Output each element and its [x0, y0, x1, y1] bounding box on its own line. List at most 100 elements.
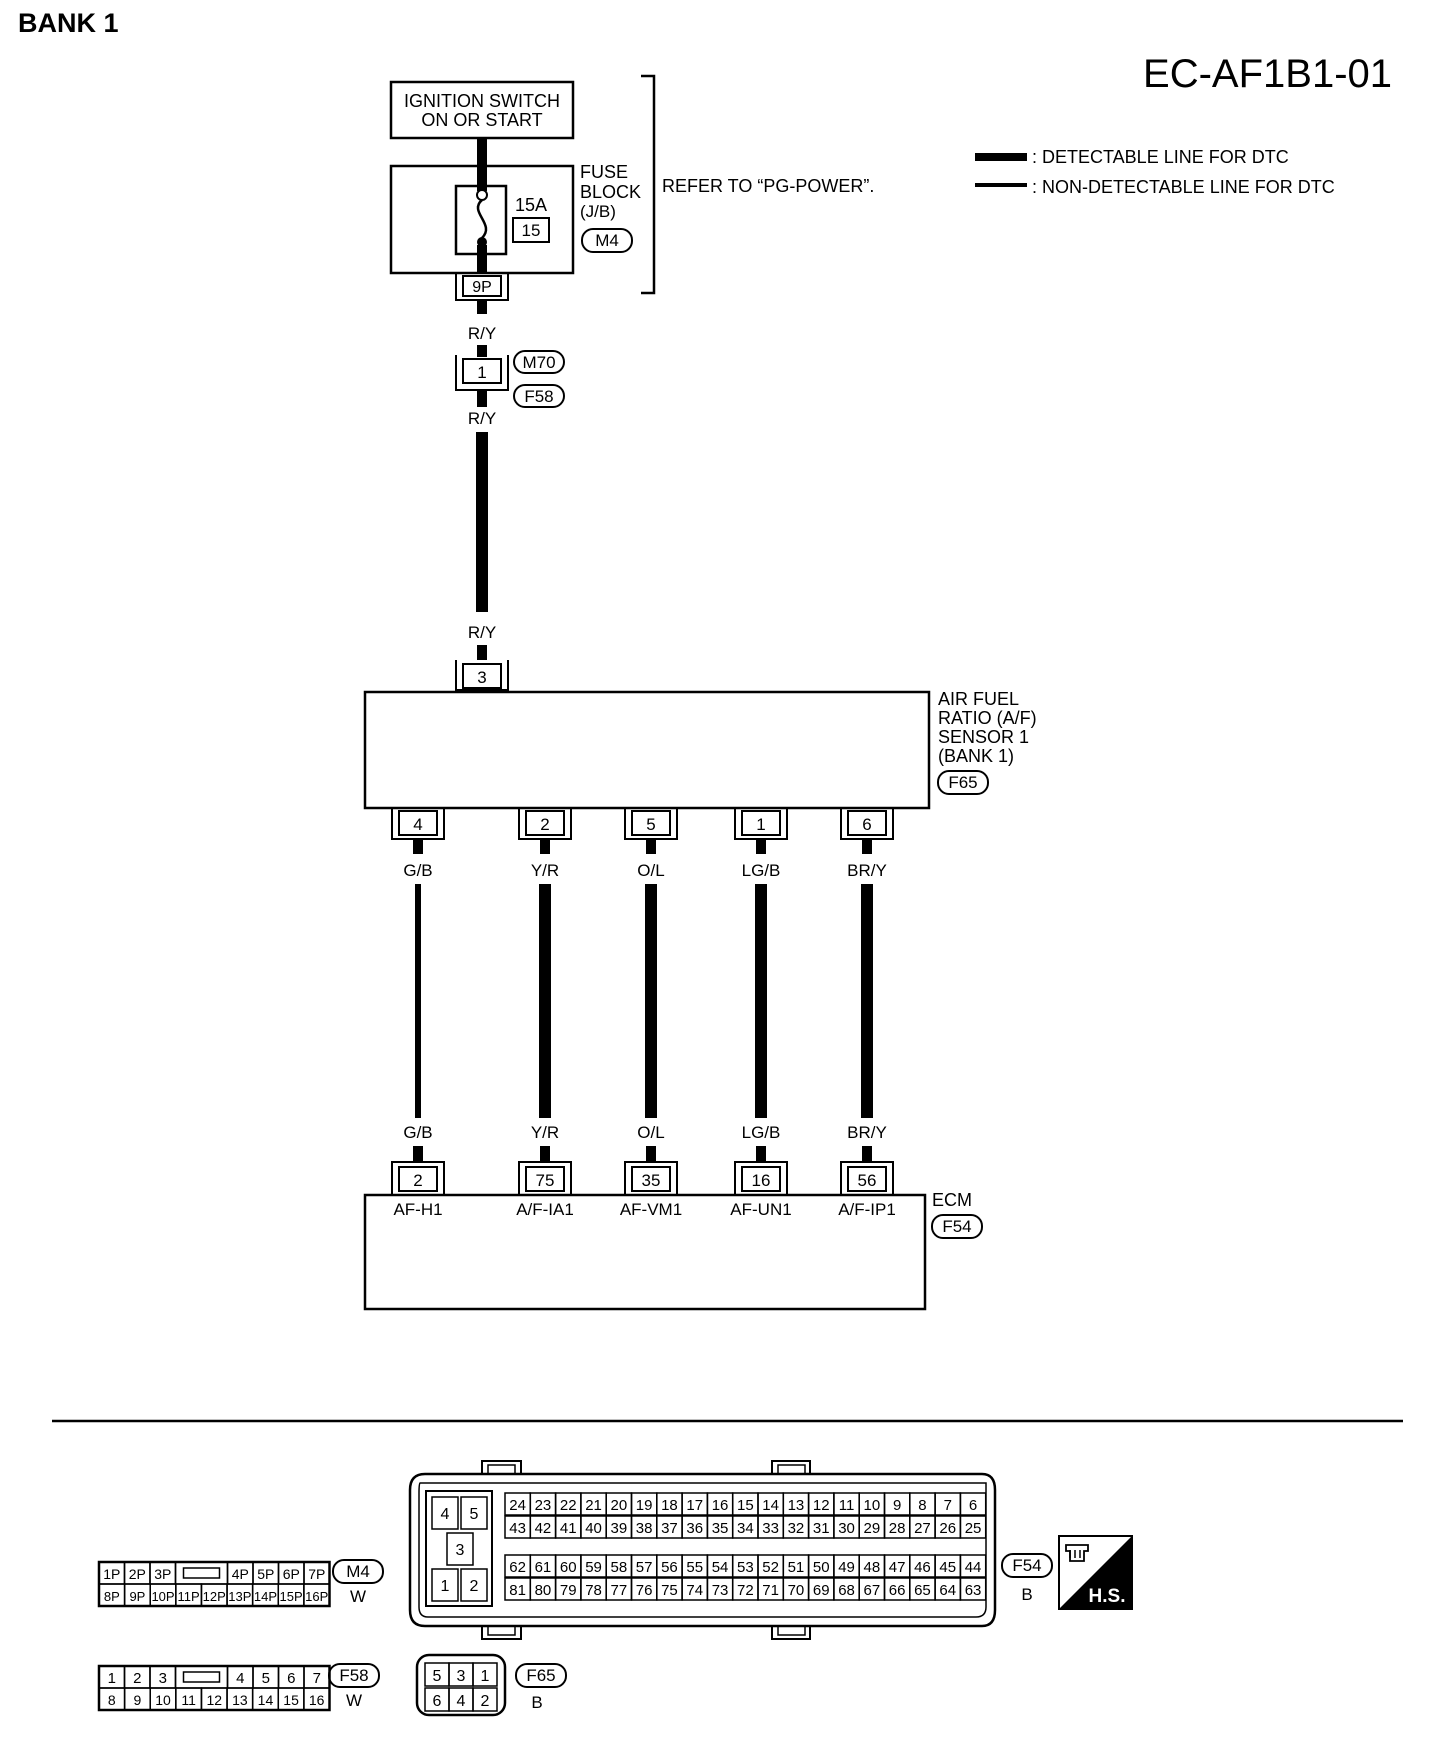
key-slot: [182, 1567, 221, 1579]
fuse-block: 15A 15 FUSE BLOCK (J/B) M4: [389, 162, 641, 275]
m4-pin: 4P: [232, 1566, 249, 1582]
f54-pin: 19: [636, 1497, 653, 1514]
ecm-label: ECM: [932, 1190, 972, 1210]
f65-color: B: [531, 1693, 542, 1712]
f54-pin: 38: [636, 1520, 653, 1537]
f54-pin: 51: [788, 1559, 805, 1576]
f54-pin: 65: [914, 1582, 931, 1599]
f54-pin: 75: [661, 1582, 678, 1599]
legend: : DETECTABLE LINE FOR DTC : NON-DETECTAB…: [975, 147, 1335, 197]
ignition-switch-label-1: IGNITION SWITCH: [404, 91, 560, 111]
f54-pin: 58: [611, 1559, 628, 1576]
signal-wire: [539, 884, 551, 1118]
sensor-supply-terminal: 3: [455, 660, 509, 691]
m4-pin: 5P: [257, 1566, 274, 1582]
f65-pin: 4: [457, 1693, 466, 1710]
f54-pin: 41: [560, 1520, 577, 1537]
f54-pin: 52: [762, 1559, 779, 1576]
f54-pin: 20: [611, 1497, 628, 1514]
f54-pin: 74: [686, 1582, 703, 1599]
f54-pin: 68: [838, 1582, 855, 1599]
f54-small-pin: 4: [441, 1506, 450, 1523]
f58-pin: 2: [133, 1670, 141, 1687]
f54-pin: 13: [788, 1497, 805, 1514]
m4-pin: 6P: [283, 1566, 300, 1582]
ecm-pin: 56: [858, 1171, 877, 1190]
f58-pin: 3: [159, 1670, 167, 1687]
ecm-pin-housing: [734, 1161, 788, 1195]
f54-pin-cell: [959, 1554, 987, 1578]
f58-pin: 13: [232, 1692, 248, 1708]
f58-pin: 4: [236, 1670, 244, 1687]
non-detectable-line-swatch: [975, 183, 1027, 187]
f54-pin: 26: [939, 1520, 956, 1537]
ignition-switch: IGNITION SWITCH ON OR START: [389, 80, 575, 140]
f54-pin: 81: [509, 1582, 526, 1599]
f54-pin: 14: [762, 1497, 779, 1514]
f54-pin: 66: [889, 1582, 906, 1599]
sensor-pin: 2: [540, 815, 549, 834]
f54-pin: 15: [737, 1497, 754, 1514]
f65-pin: 6: [433, 1693, 442, 1710]
f54-pin: 59: [585, 1559, 602, 1576]
ecm-terminal-label: AF-UN1: [730, 1200, 791, 1219]
sensor-pin: 6: [862, 815, 871, 834]
f54-pin: 31: [813, 1520, 830, 1537]
f54-pin: 25: [965, 1520, 982, 1537]
legend-non-detectable-text: : NON-DETECTABLE LINE FOR DTC: [1032, 177, 1335, 197]
f54-pin: 17: [686, 1497, 703, 1514]
sensor-label-3: SENSOR 1: [938, 727, 1029, 747]
f54-pin: 42: [535, 1520, 552, 1537]
f54-pin: 79: [560, 1582, 577, 1599]
f58-pin: 8: [108, 1692, 116, 1708]
m4-pin: 3P: [154, 1566, 171, 1582]
f54-pin: 21: [585, 1497, 602, 1514]
power-wire-main: [476, 432, 488, 612]
signal-wire: [861, 884, 873, 1118]
fuse-number: 15: [522, 221, 541, 240]
signal-wire: [645, 884, 657, 1118]
f54-pin: 45: [939, 1559, 956, 1576]
f54-pin: 71: [762, 1582, 779, 1599]
m4-pin: 1P: [103, 1566, 120, 1582]
m4-pin: 10P: [151, 1589, 174, 1604]
f58-id: F58: [339, 1666, 368, 1685]
sensor-pin: 5: [646, 815, 655, 834]
diagram-code: EC-AF1B1-01: [1143, 52, 1392, 96]
f54-pin: 18: [661, 1497, 678, 1514]
fuse-block-connector: M4: [595, 231, 619, 250]
m4-color: W: [350, 1587, 366, 1606]
ecm-pin: 35: [642, 1171, 661, 1190]
m4-pin: 2P: [129, 1566, 146, 1582]
f54-pin: 62: [509, 1559, 526, 1576]
m4-pin: 11P: [178, 1589, 200, 1604]
f58-pin: 7: [313, 1670, 321, 1687]
ecm-pin-housing: [624, 1161, 678, 1195]
f54-pin: 27: [914, 1520, 931, 1537]
f54-pin: 6: [969, 1497, 977, 1514]
f54-id: F54: [1012, 1556, 1041, 1575]
sensor-label-1: AIR FUEL: [938, 689, 1019, 709]
f54-pin: 34: [737, 1520, 754, 1537]
sensor-supply-pin: 3: [477, 668, 486, 687]
wire-color-label: R/Y: [468, 623, 496, 642]
f54-pin: 10: [864, 1497, 881, 1514]
hs-label: H.S.: [1089, 1586, 1126, 1607]
ecm-pin: 2: [413, 1171, 422, 1190]
f54-pin: 70: [788, 1582, 805, 1599]
power-bracket: [641, 74, 656, 295]
wire-color-label: LG/B: [742, 861, 781, 880]
wire-color-label: G/B: [403, 1123, 432, 1142]
f54-pin: 47: [889, 1559, 906, 1576]
f65-pin: 5: [433, 1668, 442, 1685]
wire-color-label: LG/B: [742, 1123, 781, 1142]
f54-pin: 60: [560, 1559, 577, 1576]
f54-pin: 29: [864, 1520, 881, 1537]
f54-pin: 46: [914, 1559, 931, 1576]
f58-color: W: [346, 1691, 362, 1710]
